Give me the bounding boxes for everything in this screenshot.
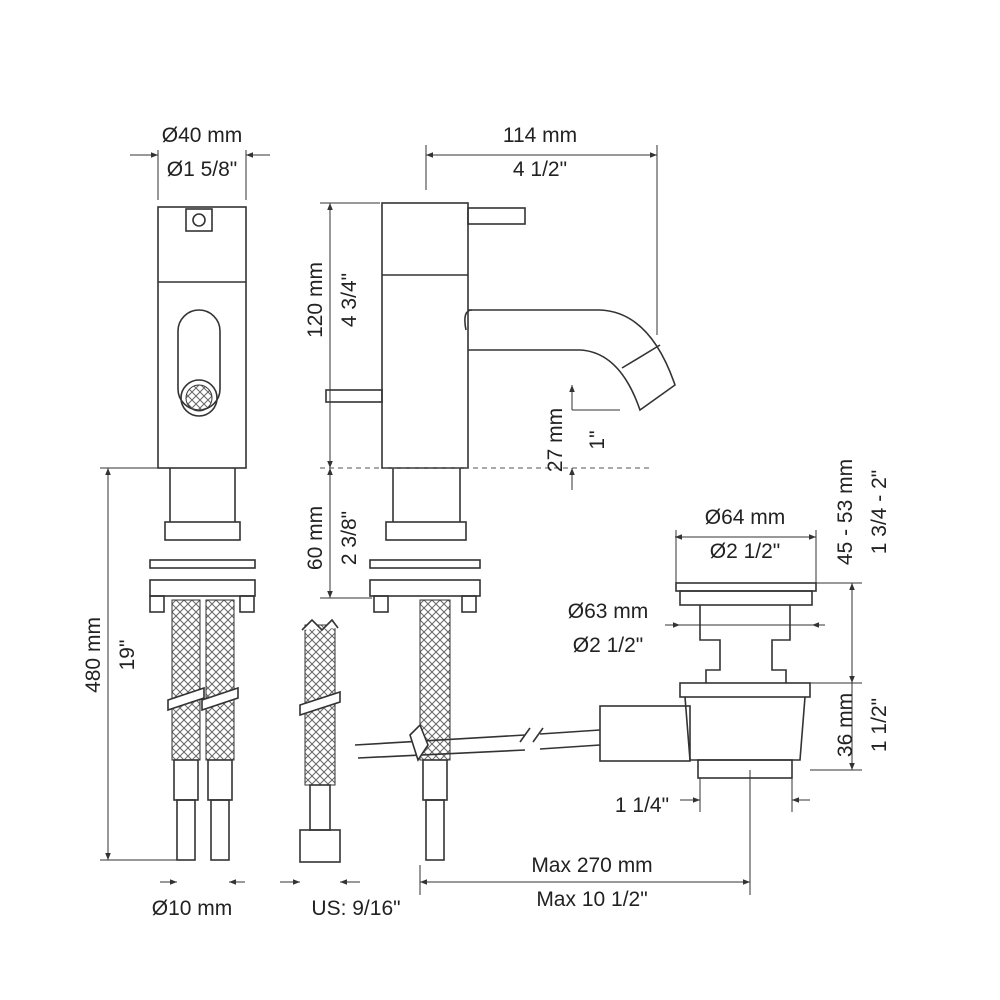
max270-in-label: Max 10 1/2" — [536, 888, 647, 911]
dimension-labels: Ø40 mm Ø1 5/8" 114 mm 4 1/2" 120 mm 4 3/… — [82, 124, 891, 920]
side-view — [325, 202, 676, 861]
h36-mm-label: 36 mm — [834, 693, 857, 757]
dia40-in-label: Ø1 5/8" — [167, 158, 238, 181]
dia63-mm-label: Ø63 mm — [568, 600, 649, 623]
dia10-label: Ø10 mm — [152, 897, 233, 920]
r45-in-label: 1 3/4 - 2" — [868, 470, 891, 555]
thread-label: 1 1/4" — [615, 794, 669, 817]
r45-mm-label: 45 - 53 mm — [834, 459, 857, 565]
h60-mm-label: 60 mm — [304, 506, 327, 570]
dia64-in-label: Ø2 1/2" — [710, 540, 781, 563]
drain-assembly — [354, 582, 817, 779]
dia64-mm-label: Ø64 mm — [705, 506, 786, 529]
w114-mm-label: 114 mm — [503, 124, 577, 147]
h27-mm-label: 27 mm — [544, 408, 567, 472]
h120-in-label: 4 3/4" — [338, 273, 361, 327]
l480-mm-label: 480 mm — [82, 617, 105, 693]
w114-in-label: 4 1/2" — [513, 158, 567, 181]
dia63-in-label: Ø2 1/2" — [573, 634, 644, 657]
h120-mm-label: 120 mm — [304, 262, 327, 338]
h60-in-label: 2 3/8" — [338, 511, 361, 565]
h27-in-label: 1" — [586, 430, 609, 449]
dimension-lines — [100, 145, 862, 895]
hose-detail — [299, 618, 341, 863]
max270-mm-label: Max 270 mm — [531, 854, 652, 877]
l480-in-label: 19" — [116, 640, 139, 671]
front-view — [149, 206, 256, 861]
h36-in-label: 1 1/2" — [868, 698, 891, 752]
dia40-mm-label: Ø40 mm — [162, 124, 243, 147]
us-thread-label: US: 9/16" — [311, 897, 400, 920]
